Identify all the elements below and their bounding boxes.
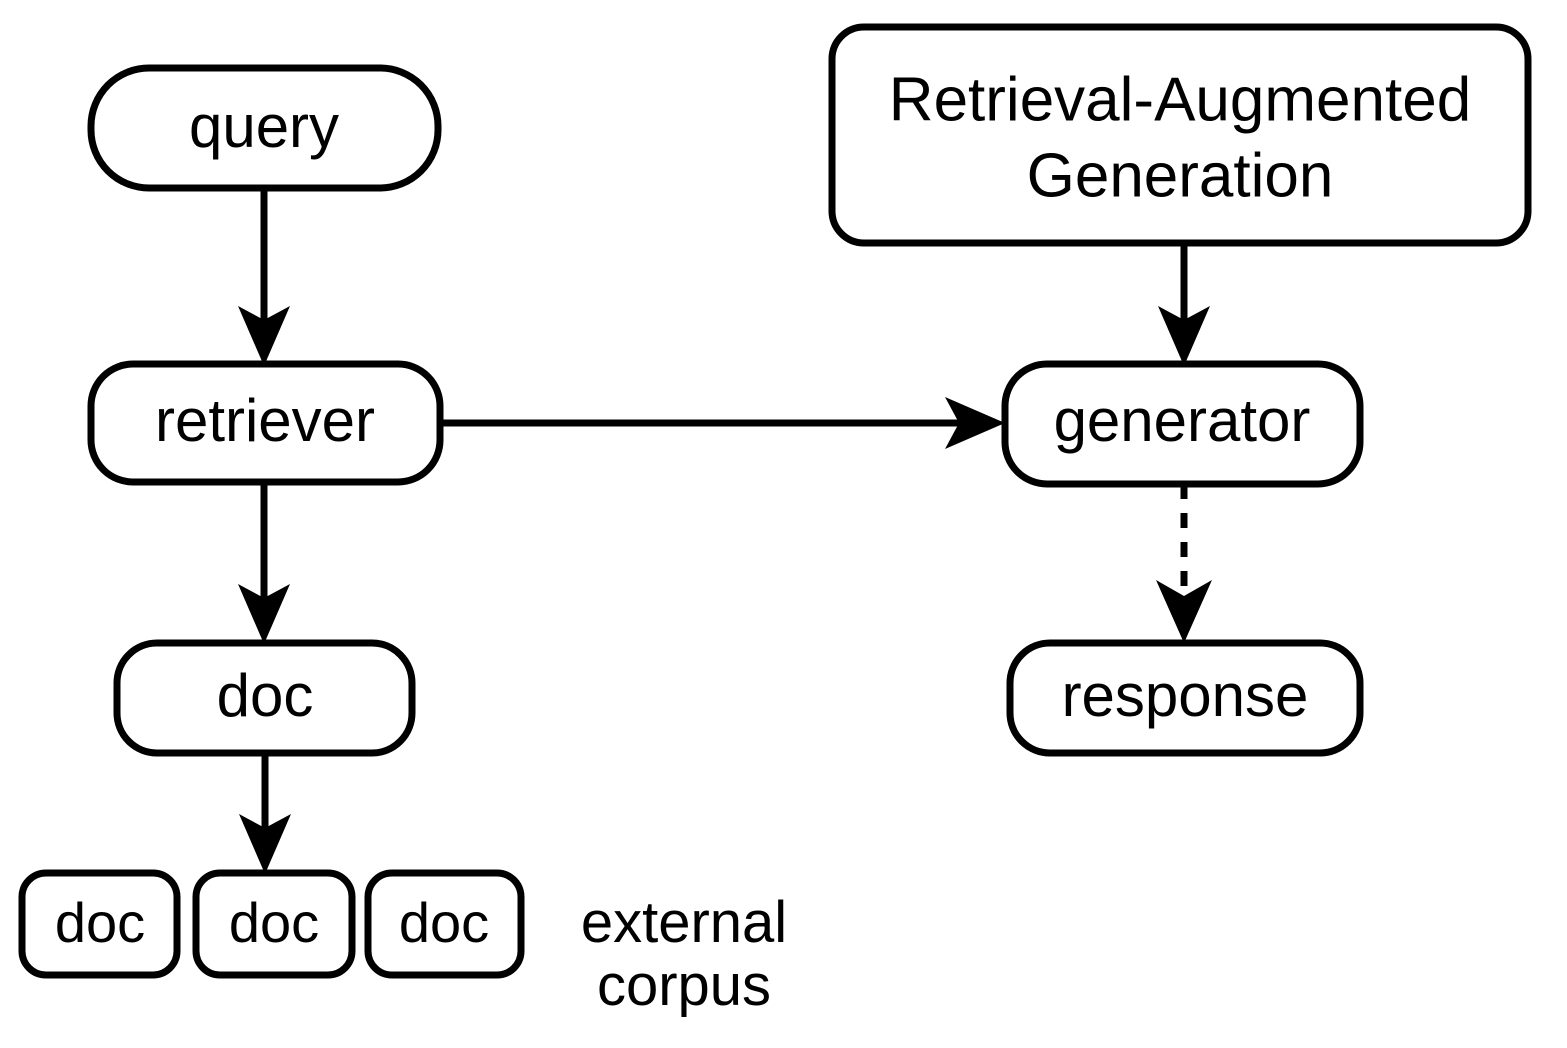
edge-retriever-to-doc bbox=[238, 482, 290, 644]
node-doc-main[interactable]: doc bbox=[113, 639, 416, 757]
node-generator-label: generator bbox=[1054, 387, 1311, 454]
node-generator-shape[interactable] bbox=[1001, 360, 1364, 488]
title-line-2: Generation bbox=[1027, 141, 1334, 210]
node-corpus-doc-3[interactable]: doc bbox=[364, 869, 525, 979]
external-corpus-line-2: corpus bbox=[597, 953, 771, 1018]
node-corpus-doc-3-label: doc bbox=[399, 891, 489, 954]
external-corpus-line-1: external bbox=[581, 890, 787, 955]
edge-title-to-generator bbox=[1158, 243, 1210, 366]
node-corpus-doc-3-shape[interactable] bbox=[364, 869, 525, 979]
node-retriever[interactable]: retriever bbox=[87, 360, 444, 486]
node-corpus-doc-2[interactable]: doc bbox=[192, 869, 356, 979]
node-query-label: query bbox=[189, 93, 339, 160]
node-corpus-doc-1[interactable]: doc bbox=[18, 869, 181, 979]
edge-doc-to-corpus bbox=[239, 753, 291, 874]
arrowhead-query-retriever bbox=[238, 306, 290, 366]
node-title-box[interactable]: Retrieval-Augmented Generation bbox=[828, 23, 1532, 247]
node-doc-main-shape[interactable] bbox=[113, 639, 416, 757]
annotation-external-corpus: external corpus bbox=[581, 890, 787, 1018]
node-response[interactable]: response bbox=[1006, 639, 1364, 757]
node-corpus-doc-1-shape[interactable] bbox=[18, 869, 181, 979]
arrowhead-doc-corpus bbox=[239, 814, 291, 874]
node-query-shape[interactable] bbox=[87, 64, 442, 192]
node-doc-main-label: doc bbox=[217, 662, 314, 729]
node-query[interactable]: query bbox=[87, 64, 442, 192]
edge-query-to-retriever bbox=[238, 188, 290, 366]
node-response-label: response bbox=[1062, 662, 1309, 729]
node-corpus-doc-2-shape[interactable] bbox=[192, 869, 356, 979]
node-title-box-shape[interactable] bbox=[828, 23, 1532, 247]
arrowhead-retriever-doc bbox=[238, 584, 290, 644]
node-retriever-shape[interactable] bbox=[87, 360, 444, 486]
edge-generator-to-response bbox=[1156, 484, 1212, 643]
node-retriever-label: retriever bbox=[155, 387, 375, 454]
edge-retriever-to-generator bbox=[440, 397, 1005, 449]
node-corpus-doc-2-label: doc bbox=[229, 891, 319, 954]
node-corpus-doc-1-label: doc bbox=[55, 891, 145, 954]
arrowhead-retriever-generator bbox=[945, 397, 1005, 449]
arrowhead-generator-response bbox=[1156, 580, 1212, 643]
node-response-shape[interactable] bbox=[1006, 639, 1364, 757]
arrowhead-title-generator bbox=[1158, 306, 1210, 366]
node-generator[interactable]: generator bbox=[1001, 360, 1364, 488]
title-line-1: Retrieval-Augmented bbox=[889, 65, 1471, 134]
